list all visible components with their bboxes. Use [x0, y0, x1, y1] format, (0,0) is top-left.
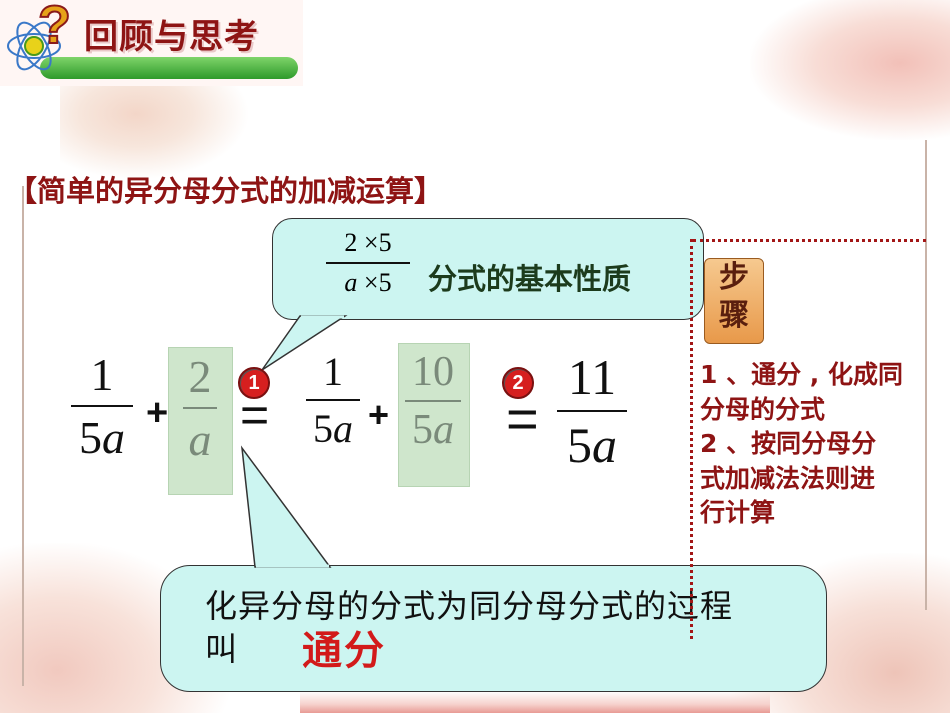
step-marker-2: 2 — [502, 367, 534, 399]
steps-badge-char-1: 步 — [719, 260, 749, 295]
steps-line: 分母的分式 — [700, 394, 826, 424]
header-panel: ? 回顾与思考 — [0, 0, 303, 86]
property-callout-bubble — [272, 218, 704, 320]
steps-line: 行计算 — [700, 498, 776, 527]
step-marker-1: 1 — [238, 367, 270, 399]
fraction-2-over-a: 2 a — [172, 350, 228, 466]
highlight-box-2 — [398, 343, 470, 487]
scaling-numerator: 2 ×5 — [344, 228, 392, 257]
fraction-bar — [326, 262, 410, 264]
plus-sign-2: + — [368, 394, 390, 435]
question-atom-icon — [7, 21, 61, 71]
basic-property-label: 分式的基本性质 — [428, 262, 632, 296]
frame-line-right — [925, 140, 927, 610]
fraction-1-over-5a-converted: 1 5a — [302, 348, 364, 452]
keyword-common-denominator: 通分 — [302, 628, 386, 674]
steps-line: 1 、通分 , 化成同 — [700, 360, 904, 389]
steps-line: 2 、按同分母分 — [700, 429, 877, 458]
question-mark-icon: ? — [37, 0, 72, 56]
header-title: 回顾与思考 — [84, 17, 259, 57]
header-green-bar — [40, 57, 298, 79]
fraction-11-over-5a: 11 5a — [553, 348, 631, 474]
equals-sign-1: = — [240, 387, 270, 443]
frame-line-left — [22, 186, 24, 686]
scaling-fraction: 2 ×5 a ×5 — [322, 228, 414, 298]
steps-badge: 步 骤 — [704, 258, 764, 344]
steps-list: 1 、通分 , 化成同 分母的分式 2 、按同分母分 式加减法法则进 行计算 — [700, 358, 950, 531]
plus-sign-1: + — [146, 392, 169, 434]
highlight-box-1 — [168, 347, 233, 495]
steps-dotted-left — [690, 239, 693, 639]
equals-sign-2: = — [506, 387, 539, 450]
fraction-1-over-5a: 1 5a — [66, 348, 138, 464]
steps-dotted-top — [693, 239, 926, 242]
definition-text-line2: 叫 — [205, 630, 238, 668]
steps-badge-char-2: 骤 — [719, 298, 749, 333]
definition-callout-bubble — [160, 565, 827, 692]
definition-text-line1: 化异分母的分式为同分母分式的过程 — [205, 587, 734, 625]
fraction-10-over-5a: 10 5a — [400, 348, 466, 454]
section-title: 【简单的异分母分式的加减运算】 — [8, 174, 444, 208]
steps-line: 式加减法法则进 — [700, 463, 876, 493]
scaling-denominator: a ×5 — [344, 268, 392, 297]
